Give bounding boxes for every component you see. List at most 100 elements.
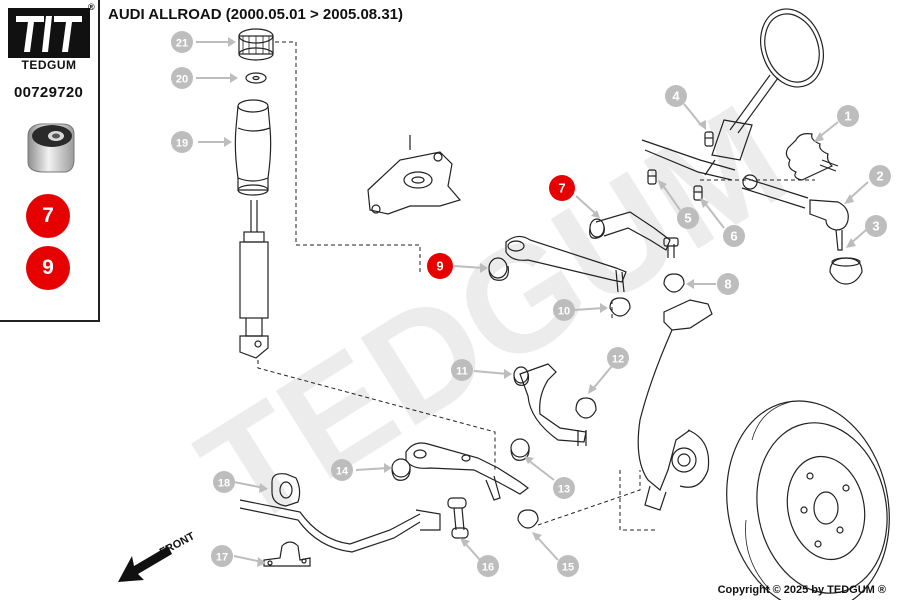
callout-circle	[553, 299, 575, 321]
callout-number: 3	[872, 219, 879, 234]
upper-arm-rear	[595, 211, 679, 258]
rack-boot	[785, 133, 839, 181]
callout-7: 7	[549, 175, 575, 201]
dashed-leader-top	[275, 41, 421, 275]
ball-joint-8	[663, 273, 685, 293]
callout-number: 20	[176, 74, 188, 86]
bushing-photo	[27, 123, 75, 173]
callout-circle	[171, 67, 193, 89]
callout-6: 6	[723, 225, 745, 247]
callout-8: 8	[717, 273, 739, 295]
callout-circle	[171, 31, 193, 53]
dashed-leader-link	[537, 470, 641, 526]
callout-15: 15	[557, 555, 579, 577]
callout-14: 14	[331, 459, 353, 481]
callout-number: 14	[336, 466, 349, 478]
callout-circle	[553, 477, 575, 499]
ball-joint-10	[609, 297, 631, 317]
dashed-leader-strut	[257, 360, 496, 470]
callout-circle	[865, 215, 887, 237]
lower-arm-rear	[519, 363, 587, 446]
callout-17: 17	[211, 545, 233, 567]
callout-number: 18	[218, 478, 230, 490]
callout-18: 18	[213, 471, 235, 493]
callout-10: 10	[553, 299, 575, 321]
callout-number: 5	[684, 211, 691, 226]
steering-wheel	[704, 8, 824, 176]
shock-absorber	[239, 200, 269, 359]
wheel-tire	[726, 400, 890, 600]
bushing-11	[513, 366, 530, 386]
callout-3: 3	[865, 215, 887, 237]
callout-19: 19	[171, 131, 193, 153]
bushing-9	[488, 257, 509, 281]
callout-number: 4	[672, 89, 680, 104]
strut-top-mount	[238, 28, 274, 61]
steering-knuckle	[637, 299, 713, 511]
registered-mark: ®	[88, 2, 95, 12]
bolt-4	[704, 131, 714, 147]
callout-number: 17	[216, 552, 228, 564]
callout-number: 11	[456, 366, 468, 378]
stabilizer-link	[447, 497, 469, 539]
callout-number: 10	[558, 306, 570, 318]
callout-circle	[171, 131, 193, 153]
ball-joint-15	[517, 509, 539, 529]
callout-circle	[477, 555, 499, 577]
copyright-notice: Copyright © 2025 by TEDGUM ®	[717, 584, 886, 596]
brand-name: TEDGUM	[21, 58, 77, 72]
bushing-7	[589, 218, 605, 239]
part-info-panel: TEDGUM ® 00729720 7 9	[0, 0, 100, 322]
callout-number: 19	[176, 138, 188, 150]
callout-circle	[331, 459, 353, 481]
part-number: 00729720	[14, 84, 84, 101]
callout-number: 12	[612, 354, 624, 366]
callout-circle	[427, 253, 453, 279]
callout-number: 15	[562, 562, 574, 574]
callout-circle	[607, 347, 629, 369]
callout-number: 9	[436, 259, 443, 274]
callout-16: 16	[477, 555, 499, 577]
callout-arrowheads	[224, 37, 856, 567]
callout-4: 4	[665, 85, 687, 107]
upper-arm-front	[505, 235, 627, 293]
callout-circle	[837, 105, 859, 127]
vehicle-title: AUDI ALLROAD (2000.05.01 > 2005.08.31)	[108, 6, 403, 23]
callout-circle	[451, 359, 473, 381]
tie-rod-boot	[829, 257, 863, 285]
upper-bracket	[367, 135, 462, 215]
dashed-leader-knuckle	[619, 470, 655, 531]
bolt-5	[647, 169, 657, 185]
callout-number: 21	[176, 38, 188, 50]
callout-20: 20	[171, 67, 193, 89]
highlighted-part-badge: 9	[26, 246, 70, 290]
stabilizer-bushing	[271, 473, 301, 507]
highlighted-part-badge: 7	[26, 194, 70, 238]
callout-number: 1	[844, 109, 851, 124]
callout-circle	[557, 555, 579, 577]
stabilizer-clamp	[263, 541, 311, 567]
callout-circle	[723, 225, 745, 247]
callout-circle	[549, 175, 575, 201]
callout-circle	[677, 207, 699, 229]
callout-12: 12	[607, 347, 629, 369]
callout-circle	[717, 273, 739, 295]
callout-5: 5	[677, 207, 699, 229]
callout-9: 9	[427, 253, 453, 279]
callout-21: 21	[171, 31, 193, 53]
stabilizer-bar	[239, 499, 441, 553]
callout-number: 2	[876, 169, 883, 184]
lower-arm-front	[405, 442, 529, 501]
ball-joint-12	[575, 397, 597, 419]
callout-circle	[213, 471, 235, 493]
bushing-13	[510, 438, 530, 461]
air-spring	[234, 99, 272, 196]
callout-number: 16	[482, 562, 494, 574]
steering-arm	[641, 139, 736, 181]
callout-number: 6	[730, 229, 737, 244]
callout-number: 13	[558, 484, 570, 496]
callout-circle	[869, 165, 891, 187]
